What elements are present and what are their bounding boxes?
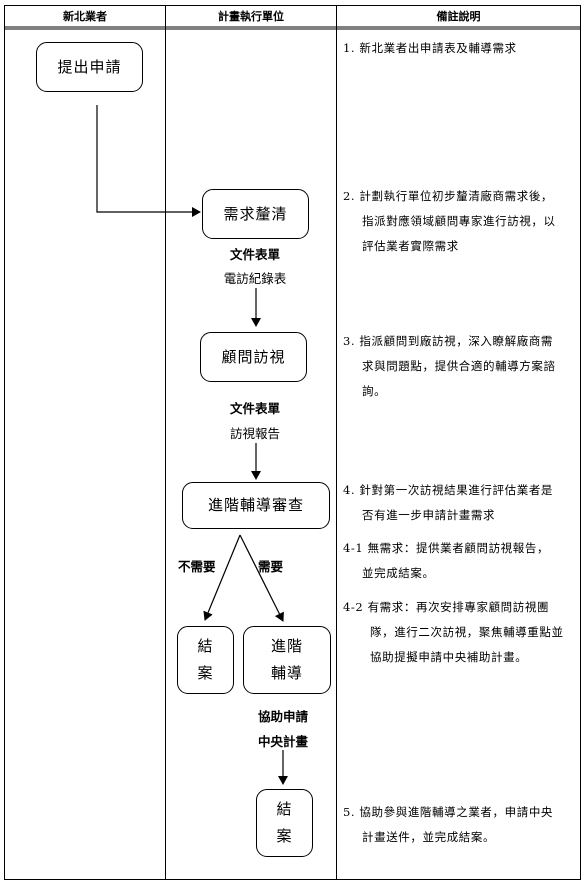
doc-form-label-2: 文件表單 <box>229 401 280 416</box>
close-case-1-line-2: 案 <box>197 664 214 682</box>
note-1-line-1: 1. 新北業者出申請表及輔導需求 <box>343 41 517 55</box>
advanced-guidance-line-2: 輔導 <box>270 664 303 682</box>
note-4-2-line-1: 4-2 有需求：再次安排專家顧問訪視團 <box>343 600 550 614</box>
note-4-1: 4-1 無需求：提供業者顧問訪視報告， 並完成結案。 <box>343 536 581 586</box>
advanced-review-box: 進階輔導審查 <box>182 482 330 529</box>
no-need-label: 不需要 <box>178 559 216 574</box>
note-4: 4. 針對第一次訪視結果進行評估業者是 否有進一步申請計畫需求 <box>343 478 581 528</box>
note-2-line-3: 評估業者實際需求 <box>362 239 459 253</box>
assist-apply-line-2: 中央計畫 <box>257 734 308 749</box>
column-header-notes: 備註說明 <box>436 9 481 23</box>
note-3-line-2: 求與問題點，提供合適的輔導方案諮 <box>362 359 556 373</box>
note-5-line-1: 5. 協助參與進階輔導之業者，申請中央 <box>343 805 554 819</box>
note-5: 5. 協助參與進階輔導之業者，申請中央 計畫送件，並完成結案。 <box>343 800 581 850</box>
close-case-box-2: 結 案 <box>256 789 313 857</box>
advanced-guidance-line-1: 進階 <box>270 637 303 655</box>
note-1: 1. 新北業者出申請表及輔導需求 <box>343 36 581 61</box>
connector-submit-to-clarify <box>96 105 201 217</box>
close-case-2-line-2: 案 <box>276 827 293 845</box>
connector-review-to-close <box>203 534 241 621</box>
note-5-line-2: 計畫送件，並完成結案。 <box>362 830 496 844</box>
note-3-line-3: 詢。 <box>362 384 387 398</box>
doc-form-label-1: 文件表單 <box>229 247 280 262</box>
clarify-needs-box: 需求釐清 <box>202 189 309 239</box>
note-2-line-2: 指派對應領域顧問專家進行訪視，以 <box>362 214 556 228</box>
note-4-2: 4-2 有需求：再次安排專家顧問訪視團 隊，進行二次訪視，聚焦輔導重點並 協助提… <box>343 595 581 670</box>
consultant-visit-box: 顧問訪視 <box>200 332 307 382</box>
note-3-line-1: 3. 指派顧問到廠訪視，深入瞭解廠商需 <box>343 334 554 348</box>
note-4-line-2: 否有進一步申請計畫需求 <box>362 508 496 522</box>
note-3: 3. 指派顧問到廠訪視，深入瞭解廠商需 求與問題點，提供合適的輔導方案諮 詢。 <box>343 329 581 404</box>
phone-record-form: 電訪紀錄表 <box>223 271 287 286</box>
visit-report-form: 訪視報告 <box>229 426 280 441</box>
table-frame <box>4 5 581 880</box>
close-case-1-line-1: 結 <box>197 637 214 655</box>
note-4-2-line-2: 隊，進行二次訪視，聚焦輔導重點並 <box>370 625 564 639</box>
note-2: 2. 計劃執行單位初步釐清廠商需求後， 指派對應領域顧問專家進行訪視，以 評估業… <box>343 184 581 259</box>
note-4-2-line-3: 協助提擬申請中央補助計畫。 <box>370 650 528 664</box>
advanced-guidance-box: 進階 輔導 <box>243 626 331 694</box>
note-4-1-line-1: 4-1 無需求：提供業者顧問訪視報告， <box>343 541 550 555</box>
need-label: 需要 <box>258 559 284 574</box>
note-4-line-1: 4. 針對第一次訪視結果進行評估業者是 <box>343 483 554 497</box>
assist-apply-label: 協助申請 中央計畫 <box>240 704 326 754</box>
close-case-box-1: 結 案 <box>177 626 234 694</box>
note-2-line-1: 2. 計劃執行單位初步釐清廠商需求後， <box>343 189 554 203</box>
close-case-2-line-1: 結 <box>276 800 293 818</box>
submit-application-box: 提出申請 <box>36 42 143 92</box>
assist-apply-line-1: 協助申請 <box>257 709 308 724</box>
note-4-1-line-2: 並完成結案。 <box>362 566 435 580</box>
connector-review-to-advanced <box>239 534 284 622</box>
column-header-executor: 計畫執行單位 <box>218 9 284 23</box>
column-header-applicant: 新北業者 <box>63 9 107 23</box>
